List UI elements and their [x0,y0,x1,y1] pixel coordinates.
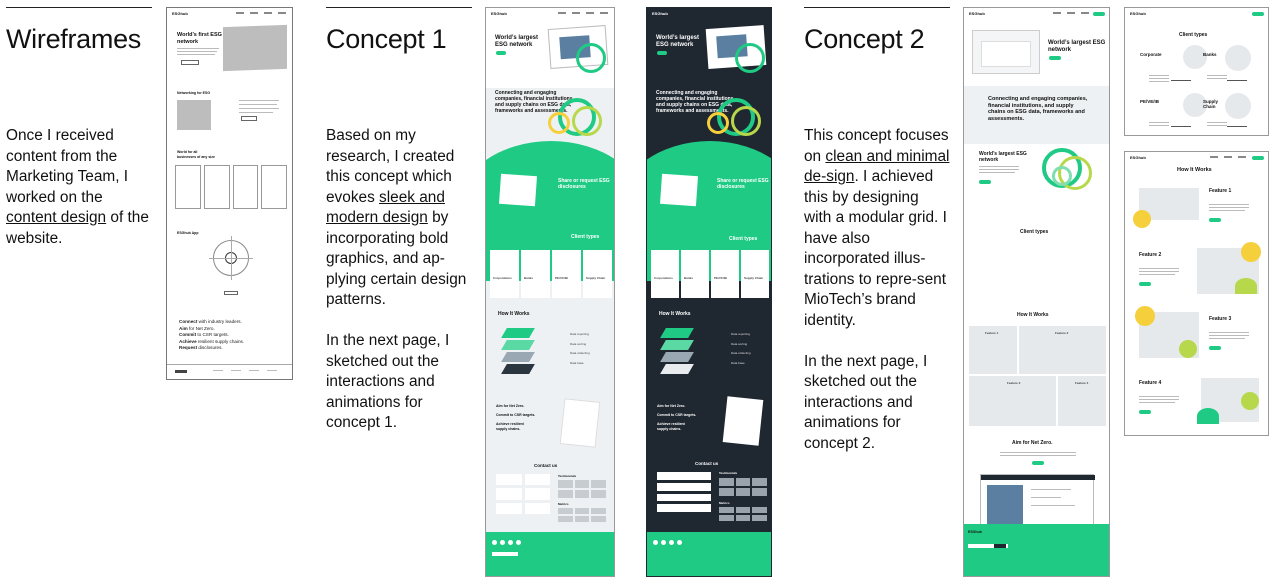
concept1-dark-mockup: ESGhub World’s largest ESG network Conne… [646,7,772,577]
concept2-mockup: ESGhub World’s largest ESG network Conne… [963,7,1110,577]
concept2-rule [804,7,950,8]
c1l-mission: Connecting and engaging companies, finan… [495,90,574,114]
wf-app-title: ESGhub App [177,231,199,235]
wf-hero-title: World’s first ESG network [177,32,222,45]
c1l-hero-title: World’s largest ESG network [495,35,539,48]
concept1-rule [326,7,472,8]
concept1-text: Based on my research, I created this con… [326,127,467,431]
concept2-how-it-works-card: ESGhub How It Works Feature 1 Feature 2 … [1124,151,1269,436]
concept2-client-types-card: ESGhub Client types Corporate Banks PE/V… [1124,7,1269,136]
wf-cards [175,165,287,209]
wf-logo: ESGhub [172,11,188,16]
wf-cta-lines: Connect with industry leaders. Aim for N… [179,319,245,350]
c2-features-grid: Feature 1 Feature 2 Feature 3 Feature 4 [969,326,1106,428]
wf-networking: Networking for ESG [177,91,211,95]
wf-nav [236,12,286,14]
concept2-text: This concept focuses on clean and minima… [804,127,950,452]
wf-network-image [177,100,211,130]
concept1-light-mockup: ESGhub World’s largest ESG network Conne… [485,7,615,577]
wf-hero-image [223,24,287,72]
wf-footer [167,364,292,379]
wireframe-mockup: ESGhub World’s first ESG network Network… [166,7,293,380]
wireframes-title: Wireframes [6,24,142,54]
wireframes-text: Once I received content from the Marketi… [6,127,149,247]
concept1-title: Concept 1 [326,24,447,54]
concept2-title: Concept 2 [804,24,925,54]
wf-world-for-all: World for all businesses of any size [177,150,215,159]
c2-hero-screen [972,30,1040,74]
wireframes-rule [6,7,152,8]
c1l-client-cards: Corporations Banks PE/VC/IB Supply Chain [490,250,612,298]
